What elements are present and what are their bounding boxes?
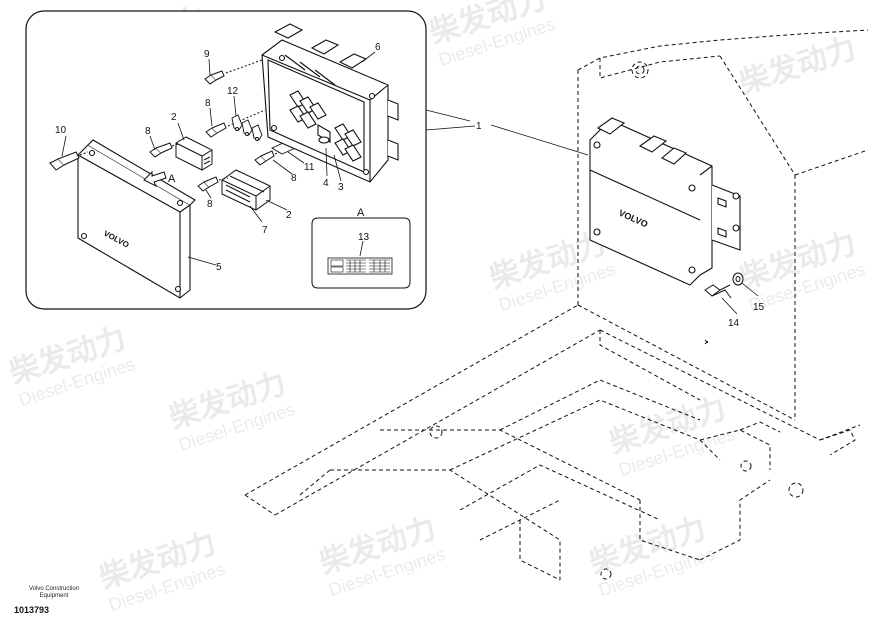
callout-13: 13 [358, 232, 370, 243]
callout-10: 10 [55, 125, 67, 136]
callout-8-b: 8 [205, 98, 211, 109]
callout-4: 4 [323, 178, 329, 189]
brand-line-2: Equipment [39, 593, 69, 599]
document-number: 1013793 [14, 605, 50, 615]
brand-line-1: Volvo Construction [28, 586, 80, 592]
washer-15 [732, 272, 744, 286]
callout-14: 14 [728, 318, 740, 329]
watermark-cn: 柴发动力 [735, 31, 860, 101]
callout-leaders [61, 51, 759, 315]
callout-8-c: 8 [207, 199, 213, 210]
relay-block-7 [221, 169, 271, 211]
view-arrow-a [143, 170, 167, 188]
callout-9: 9 [204, 49, 210, 60]
callout-5: 5 [216, 262, 222, 273]
callout-8-d: 8 [291, 173, 297, 184]
callout-7: 7 [262, 225, 268, 236]
bolt-10-leader [79, 151, 89, 156]
terminals-12 [231, 114, 263, 141]
bolt-8-a [149, 142, 173, 158]
electrical-box-installed: VOLVO [589, 117, 741, 286]
bolt-9 [204, 70, 225, 85]
bolt-10 [49, 151, 80, 171]
callout-numbers: 1 2 2 3 4 5 6 7 8 8 8 8 9 10 11 12 13 14… [55, 42, 765, 329]
callout-11: 11 [304, 162, 315, 173]
bolt-8-d [254, 150, 275, 166]
fuse-box-6 [261, 23, 399, 183]
callout-8-a: 8 [145, 126, 151, 137]
arrow-a-label: A [168, 173, 176, 185]
callout-2-upper: 2 [171, 112, 177, 123]
callout-12: 12 [227, 86, 239, 97]
detail-a-inset [311, 217, 411, 289]
callout-3: 3 [338, 182, 344, 193]
detail-a-label: A [357, 207, 365, 219]
relay-2-upper [175, 136, 213, 171]
bolt-14 [704, 284, 732, 299]
machine-frame [244, 29, 869, 581]
bolt-8-c [197, 176, 219, 192]
callout-2-lower: 2 [286, 210, 292, 221]
cover-plate-5: VOLVO [77, 139, 196, 299]
leader-lines [425, 109, 589, 156]
callout-15: 15 [753, 302, 765, 313]
footer-block: Volvo Construction Equipment 1013793 [14, 586, 94, 615]
callout-1: 1 [476, 121, 482, 132]
callout-6: 6 [375, 42, 381, 53]
bolt-8-b [205, 122, 227, 138]
